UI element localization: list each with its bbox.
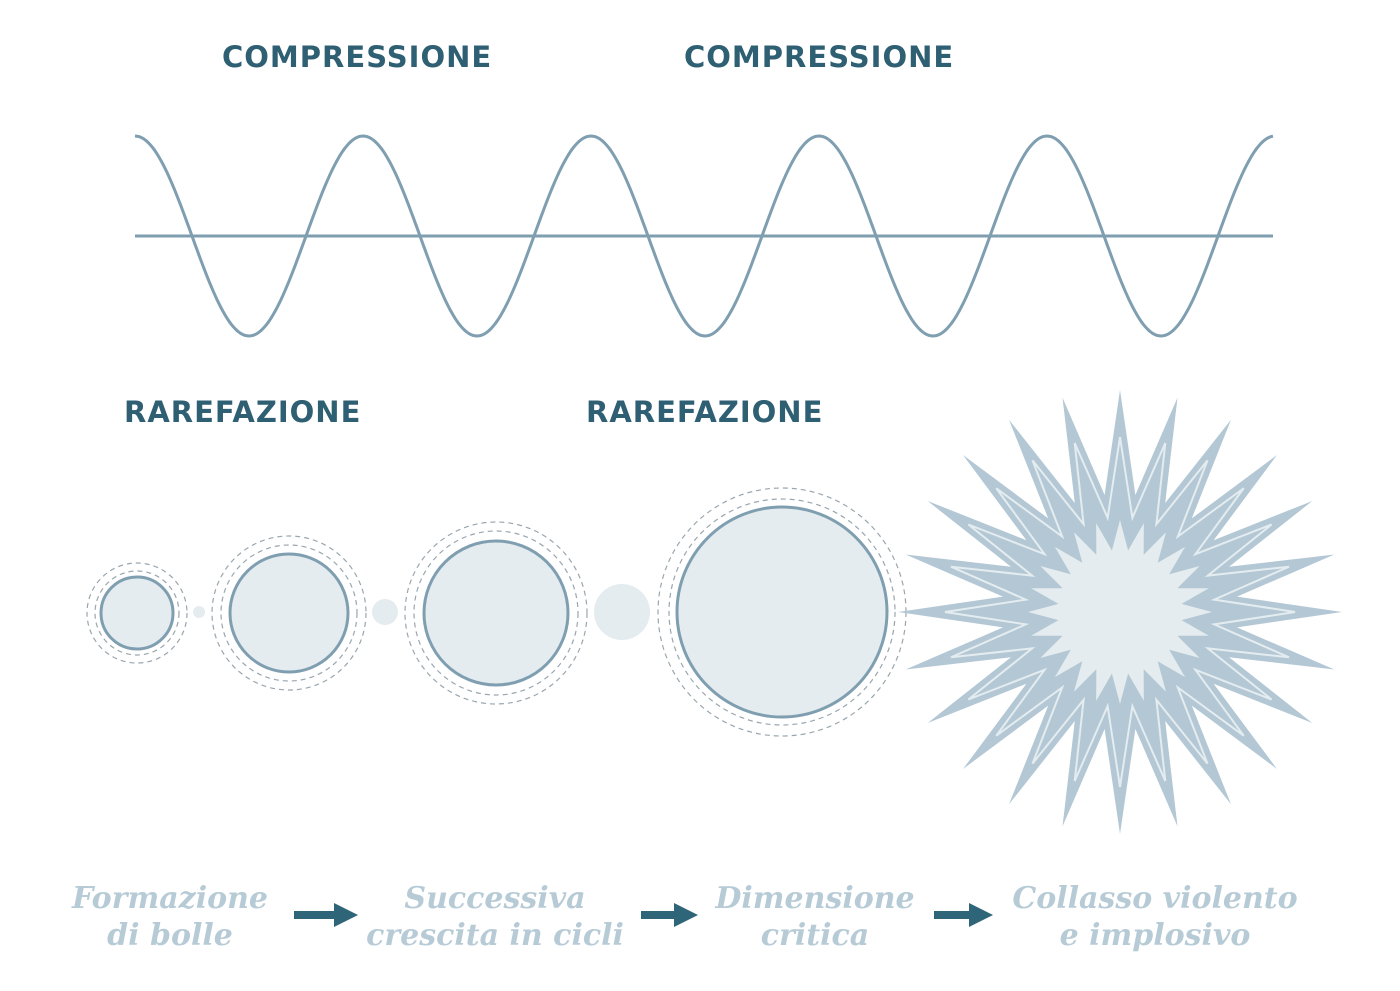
bubble-body [422,539,570,687]
rarefaction-label: RAREFAZIONE [586,395,824,429]
bubble-dashed-ring [220,544,358,682]
step-line: Collasso violento [1012,881,1298,916]
bubble-dashed-ring [413,530,579,696]
bubble-dashed-ring [211,535,367,691]
compression-label: COMPRESSIONE [684,40,955,74]
tiny-bubble [193,606,205,618]
step-collapse: Collasso violento e implosivo [985,880,1325,954]
step-line: Successiva [404,881,586,916]
step-bubble-formation: Formazione di bolle [40,880,300,954]
burst-core [1028,520,1212,704]
step-critical-size: Dimensione critica [690,880,940,954]
tiny-bubble [372,599,398,625]
arrow-right-icon [641,903,698,927]
bubble-small [86,562,188,664]
arrow-right-icon [934,903,993,927]
step-line: di bolle [107,918,233,953]
compression-label: COMPRESSIONE [222,40,493,74]
sound-wave [134,134,1274,338]
step-line: critica [760,918,870,953]
step-line: Formazione [72,881,268,916]
step-growth-cycles: Successiva crescita in cicli [345,880,645,954]
bubble-body [675,505,889,719]
bubble-large [404,521,588,705]
step-line: e implosivo [1059,918,1251,953]
sine-wave [134,134,1274,338]
bubble-dashed-ring [668,498,896,726]
bubble-critical [657,487,907,737]
bubble-sequence [86,487,907,737]
burst-inner-outline [944,436,1296,788]
arrow-right-icon [294,903,358,927]
bubble-dashed-ring [404,521,588,705]
bubble-body [99,575,175,651]
implosion-burst [898,390,1342,834]
medium-bubble [594,584,650,640]
process-arrows [294,903,993,927]
bubble-body [228,552,350,674]
rarefaction-label: RAREFAZIONE [124,395,362,429]
step-line: Dimensione [715,881,915,916]
bubble-medium [211,535,367,691]
bubble-dashed-ring [94,570,180,656]
step-line: crescita in cicli [366,918,624,953]
bubble-dashed-ring [86,562,188,664]
